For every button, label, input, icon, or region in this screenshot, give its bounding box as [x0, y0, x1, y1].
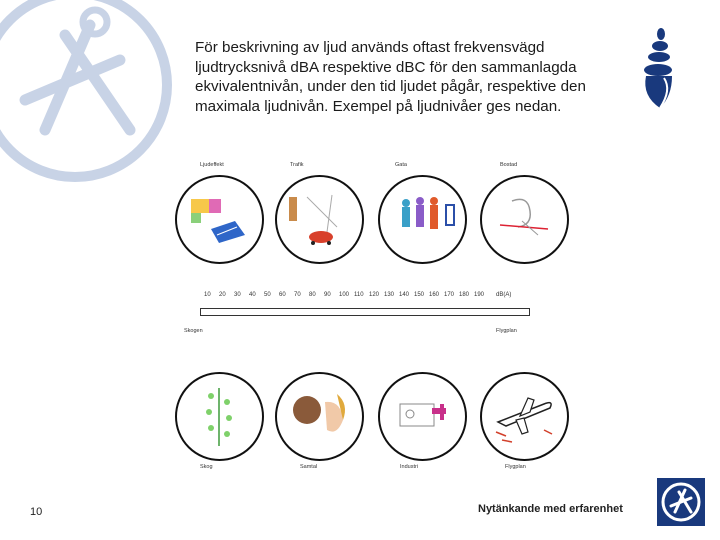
plant-icon [206, 388, 232, 446]
bottom-caption: Industri [400, 464, 419, 470]
interior-icon [499, 198, 549, 236]
bottom-caption: Samtal [300, 464, 318, 470]
bottom-caption: Skog [200, 464, 213, 470]
vignette-aircraft [480, 372, 569, 461]
brand-logo [657, 478, 705, 526]
scale-tick: 160 [429, 292, 440, 298]
scale-tick: 140 [399, 292, 410, 298]
top-caption: Trafik [290, 162, 304, 168]
vignette-traffic [275, 175, 364, 264]
bottom-caption: Flygplan [505, 464, 526, 470]
machine-icon [399, 403, 446, 427]
top-caption: Ljudeffekt [200, 162, 224, 168]
scale-tick: 180 [459, 292, 470, 298]
scale-unit: dB(A) [496, 292, 512, 298]
scale-tick: 110 [354, 292, 364, 298]
scale-tick: 100 [339, 292, 350, 298]
watermark-logo [0, 0, 172, 182]
scale-tick: 60 [279, 292, 286, 298]
scale-tick: 70 [294, 292, 301, 298]
left-label: Skogen [184, 328, 203, 334]
db-scale: 10 20 30 40 50 60 70 80 90 100 110 120 1… [200, 292, 530, 320]
people-icon [402, 197, 455, 229]
airplane-icon [495, 397, 553, 443]
vignette-street [378, 175, 467, 264]
body-paragraph: För beskrivning av ljud används oftast f… [195, 39, 586, 115]
scale-tick: 30 [234, 292, 241, 298]
scale-tick: 120 [369, 292, 380, 298]
scale-tick: 170 [444, 292, 455, 298]
right-label: Flygplan [496, 328, 517, 334]
equipment-icon [191, 199, 245, 243]
scale-tick: 40 [249, 292, 256, 298]
scale-tick: 90 [324, 292, 331, 298]
scale-tick: 20 [219, 292, 226, 298]
vignette-industry [378, 372, 467, 461]
vignette-conversation [275, 372, 364, 461]
tagline: Nytänkande med erfarenhet [478, 503, 623, 515]
shell-logo [644, 28, 672, 109]
vignette-equipment [175, 175, 264, 264]
faces-icon [293, 394, 345, 432]
top-caption: Bostad [500, 162, 518, 168]
scale-tick: 130 [384, 292, 395, 298]
sound-level-figure: Ljudeffekt Trafik Gata Bostad [170, 150, 570, 480]
scale-tick: 150 [414, 292, 425, 298]
scale-tick: 50 [264, 292, 271, 298]
vignette-home [480, 175, 569, 264]
traffic-icon [289, 194, 338, 245]
company-logo-icon [661, 482, 701, 522]
scale-axis [200, 308, 530, 316]
vignette-forest [175, 372, 264, 461]
slide-number: 10 [30, 506, 43, 518]
top-caption: Gata [395, 162, 407, 168]
scale-tick: 80 [309, 292, 316, 298]
scale-tick: 10 [204, 292, 211, 298]
scale-tick: 190 [474, 292, 485, 298]
